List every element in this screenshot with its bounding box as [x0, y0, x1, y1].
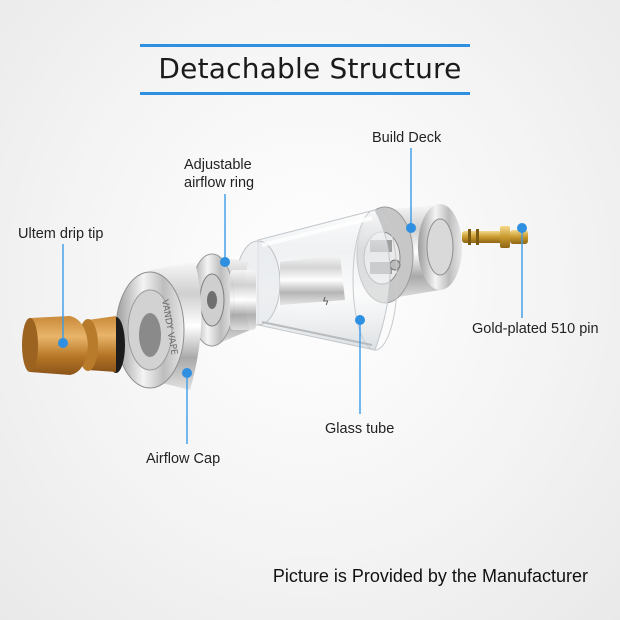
airflow-cap: VANDY VAPE: [115, 262, 202, 390]
label-airflow-ring-line1: Adjustable: [184, 157, 252, 173]
manufacturer-note: Picture is Provided by the Manufacturer: [272, 566, 588, 586]
drip-tip: [22, 316, 116, 375]
label-drip-tip: Ultem drip tip: [18, 226, 104, 242]
title-top-rule: [140, 44, 470, 47]
label-airflow-ring-line2: airflow ring: [184, 175, 255, 191]
callout-airflow-ring: [220, 194, 230, 267]
label-build-deck: Build Deck: [372, 130, 442, 146]
diagram-title: Detachable Structure: [158, 52, 462, 85]
title-bottom-rule: [140, 92, 470, 95]
svg-text:ϟ: ϟ: [322, 295, 329, 308]
gold-pin: [462, 226, 528, 248]
glass-tube: ϟ: [235, 209, 398, 351]
callout-pin: [517, 223, 527, 318]
label-pin: Gold-plated 510 pin: [472, 321, 599, 337]
callout-drip-tip: [58, 244, 68, 348]
label-glass-tube: Glass tube: [325, 421, 395, 437]
label-airflow-cap: Airflow Cap: [146, 451, 221, 467]
callout-build-deck: [406, 148, 416, 233]
callout-glass-tube: [355, 315, 365, 414]
callout-airflow-cap: [182, 368, 192, 444]
